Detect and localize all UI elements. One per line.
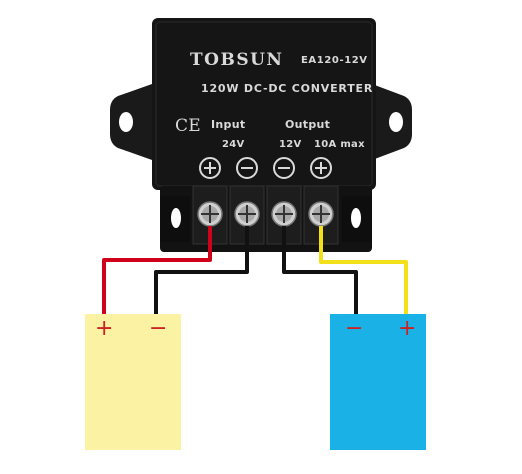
converter-housing bbox=[152, 18, 376, 190]
battery-input-positive-symbol: + bbox=[95, 316, 114, 341]
product-title: 120W DC-DC CONVERTER bbox=[201, 82, 374, 95]
terminal-symbol-row bbox=[199, 157, 332, 179]
battery-output-negative-symbol: − bbox=[345, 316, 364, 341]
battery-input-negative-symbol: − bbox=[149, 316, 168, 341]
mounting-flange-left bbox=[110, 84, 152, 160]
input-label: Input bbox=[211, 118, 246, 131]
terminal-block bbox=[160, 185, 372, 252]
terminal-screw-output-negative bbox=[271, 201, 297, 227]
output-voltage-label: 12V bbox=[279, 139, 302, 150]
wire-output-negative bbox=[282, 226, 358, 318]
brand-label: TOBSUN bbox=[190, 50, 284, 70]
battery-output bbox=[330, 314, 426, 450]
wire-output-positive bbox=[319, 226, 408, 318]
ce-mark: CE bbox=[175, 116, 202, 136]
wire-input-negative bbox=[154, 226, 249, 318]
wire-input-positive bbox=[102, 226, 212, 318]
battery-input bbox=[85, 314, 181, 450]
mounting-flange-right bbox=[372, 84, 412, 160]
output-label: Output bbox=[285, 118, 331, 131]
terminal-screw-output-positive bbox=[308, 201, 334, 227]
terminal-screw-input-positive bbox=[197, 201, 223, 227]
model-label: EA120-12V bbox=[301, 55, 368, 66]
output-current-label: 10A max bbox=[314, 139, 365, 150]
terminal-screw-input-negative bbox=[234, 201, 260, 227]
battery-output-positive-symbol: + bbox=[398, 316, 417, 341]
input-voltage-label: 24V bbox=[222, 139, 245, 150]
